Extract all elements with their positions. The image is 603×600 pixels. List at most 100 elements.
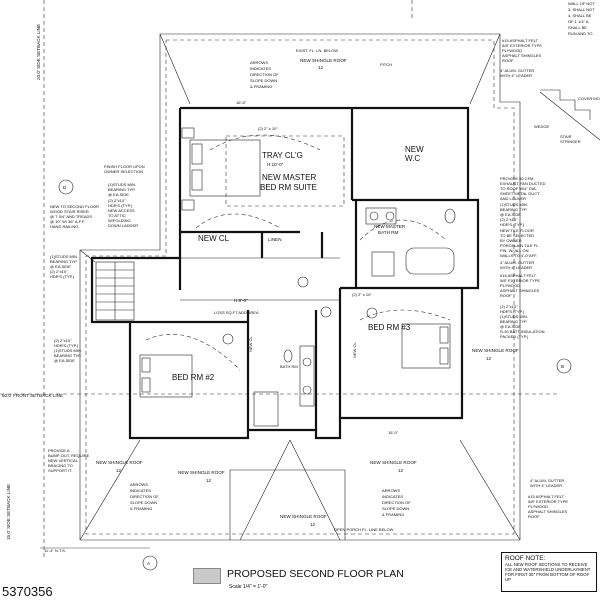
svg-text:BRACING TO: BRACING TO <box>48 463 73 468</box>
tray-ceiling-label: TRAY CL'G <box>262 151 303 160</box>
svg-text:BEARING TYP.: BEARING TYP. <box>50 259 77 264</box>
bed-rm-2-label: BED RM #2 <box>172 373 215 382</box>
svg-text:(1)STUDS MIN.: (1)STUDS MIN. <box>500 202 528 207</box>
svg-text:PLYWOOD: PLYWOOD <box>500 283 520 288</box>
wic-label-2: W.C <box>405 154 420 163</box>
svg-text:DIRECTION OF: DIRECTION OF <box>382 500 411 505</box>
svg-text:INDICATES: INDICATES <box>382 494 403 499</box>
arrows-note-left-top: ARROWS INDICATES DIRECTION OF SLOPE DOWN… <box>250 60 279 89</box>
roof-note-text: ALL NEW ROOF SECTIONS TO RECEIVE ICE AND… <box>505 562 591 582</box>
loss-sqft-label: LOSS SQ.FT ADD AREA <box>214 310 259 315</box>
arrows-note-right-bottom: ARROWS INDICATES DIRECTION OF SLOPE DOWN… <box>382 488 411 517</box>
svg-text:ROOF: ROOF <box>502 58 514 63</box>
dim-1: 16'-5" <box>236 100 247 105</box>
svg-text:BUMP-OUT, REQUIRE: BUMP-OUT, REQUIRE <box>48 453 90 458</box>
svg-text:AND LOUVER: AND LOUVER <box>500 196 526 201</box>
master-bath-label-2: BATH RM <box>378 230 399 235</box>
linen-label: LINEN <box>268 237 282 242</box>
marker-a: A <box>147 561 151 566</box>
svg-text:HDR'S.(TYP.): HDR'S.(TYP.) <box>500 309 525 314</box>
svg-text:PACKED (TYP.): PACKED (TYP.) <box>500 334 529 339</box>
front-setback-label: 50.0' FRONT SETBACK LINE <box>2 393 63 398</box>
roof-pitch-top: 12 <box>318 65 324 70</box>
svg-text:WITH 4" LEADER: WITH 4" LEADER <box>500 265 532 270</box>
svg-text:HDR'S.(TYP.): HDR'S.(TYP.) <box>500 222 525 227</box>
stair-detail <box>539 89 601 141</box>
svg-text:PROVIDE 50 CFM: PROVIDE 50 CFM <box>500 176 533 181</box>
svg-text:@ EA.SIDE: @ EA.SIDE <box>500 324 521 329</box>
svg-text:WITH 4" LEADER: WITH 4" LEADER <box>500 73 532 78</box>
svg-text:3. SHALL NOT: 3. SHALL NOT <box>568 7 595 12</box>
svg-text:@ 7 3/4" AND TREADS: @ 7 3/4" AND TREADS <box>50 214 92 219</box>
dim-2: (2) 2" x 10" <box>258 126 278 131</box>
side-setback-top-label: 20.0' SIDE SETBACK LINE <box>36 24 41 80</box>
svg-text:FINISH FLOOR UPON: FINISH FLOOR UPON <box>104 164 145 169</box>
roof-label-bottom-mid: NEW SHINGLE ROOF <box>178 470 225 475</box>
new-cl-3-label: NEW CL <box>352 342 357 358</box>
svg-text:#15 ASPHALT FELT: #15 ASPHALT FELT <box>500 273 537 278</box>
svg-text:TO ATTIC: TO ATTIC <box>108 213 126 218</box>
svg-text:#15 ASPHALT FELT: #15 ASPHALT FELT <box>528 494 565 499</box>
svg-text:4" ALUM. GUTTER: 4" ALUM. GUTTER <box>500 68 534 73</box>
svg-text:(2) 2"x10": (2) 2"x10" <box>500 304 518 309</box>
dim-top-width: EXIST. FL. LN. BELOW <box>296 48 338 53</box>
svg-text:@ EA.SIDE: @ EA.SIDE <box>50 264 71 269</box>
bed-2 <box>139 354 193 398</box>
roof-pitch-bottom-right: 12 <box>398 468 404 473</box>
svg-text:STAIR: STAIR <box>560 134 572 139</box>
svg-text:PLYWOOD: PLYWOOD <box>528 504 548 509</box>
right-notes: #15 ASPHALT FELT 5/8" EXTERIOR TYPE PLYW… <box>500 1 600 519</box>
svg-text:BEARING TYP.: BEARING TYP. <box>54 353 81 358</box>
wic-label-1: NEW <box>405 145 424 154</box>
dim-6: OPEN PORCH FL. LINE BELOW <box>334 527 394 532</box>
svg-text:RUN AND TO: RUN AND TO <box>568 31 593 36</box>
svg-text:FIN. W/ ALL ON: FIN. W/ ALL ON <box>500 248 529 253</box>
svg-text:4" ALUM. GUTTER: 4" ALUM. GUTTER <box>500 260 534 265</box>
svg-text:PROVIDE A: PROVIDE A <box>48 448 70 453</box>
dim-4: 15'-0" <box>388 430 399 435</box>
svg-text:5/8" EXTERIOR TYPE: 5/8" EXTERIOR TYPE <box>528 499 568 504</box>
svg-text:BEARING TYP.: BEARING TYP. <box>108 187 135 192</box>
roof-pitch-bottom-center: 12 <box>310 522 316 527</box>
svg-text:ROOF: ROOF <box>500 293 512 298</box>
svg-text:ARROWS: ARROWS <box>130 482 148 487</box>
svg-text:WITH 4" LEADER: WITH 4" LEADER <box>530 483 562 488</box>
new-closet-label: NEW CL <box>198 234 230 243</box>
svg-text:ASPHALT SHINGLES: ASPHALT SHINGLES <box>528 509 568 514</box>
svg-text:TO BE SELECTED: TO BE SELECTED <box>500 233 534 238</box>
dim-5: 11'-4" N.T.S. <box>44 548 66 553</box>
svg-text:ROOF: ROOF <box>528 514 540 519</box>
marker-d: D <box>63 185 67 190</box>
master-bedroom-label-2: BED RM SUITE <box>260 183 317 192</box>
svg-text:& FRAMING: & FRAMING <box>130 506 152 511</box>
electrical-wiring <box>145 134 451 371</box>
svg-text:HDR'S.(TYP.): HDR'S.(TYP.) <box>54 343 79 348</box>
svg-text:(1)STUDS MIN.: (1)STUDS MIN. <box>54 348 82 353</box>
svg-text:R-30 BATT INSULATION: R-30 BATT INSULATION <box>500 329 545 334</box>
svg-text:SLOPE DOWN: SLOPE DOWN <box>250 78 277 83</box>
svg-text:ASPHALT SHINGLES: ASPHALT SHINGLES <box>502 53 542 58</box>
master-bedroom-label-1: NEW MASTER <box>262 173 316 182</box>
svg-text:WALL OF NOT: WALL OF NOT <box>568 1 595 6</box>
svg-text:BEARING TYP.: BEARING TYP. <box>500 319 527 324</box>
bath-fixtures <box>253 207 456 427</box>
svg-text:HAND RAILING: HAND RAILING <box>50 224 78 229</box>
title-swatch <box>193 568 221 584</box>
svg-text:BEARING TYP.: BEARING TYP. <box>500 207 527 212</box>
roof-note-title: ROOF NOTE: <box>505 555 546 562</box>
roof-pitch-far-right: 12 <box>486 356 492 361</box>
ceiling-height-label: H:8'-0" <box>234 298 248 303</box>
svg-text:DIRECTION OF: DIRECTION OF <box>130 494 159 499</box>
svg-text:(2) 2"x10": (2) 2"x10" <box>50 269 68 274</box>
arrows-note-left-bottom: ARROWS INDICATES DIRECTION OF SLOPE DOWN… <box>130 482 159 511</box>
svg-text:SLOPE DOWN: SLOPE DOWN <box>130 500 157 505</box>
new-cl-2-label: NEW CL <box>248 336 253 352</box>
svg-text:TO ROOF W/4" DIA.: TO ROOF W/4" DIA. <box>500 186 537 191</box>
svg-text:@ EA.SIDE: @ EA.SIDE <box>500 212 521 217</box>
svg-text:OWNER SELECTION: OWNER SELECTION <box>104 169 143 174</box>
svg-text:W/FOLDING: W/FOLDING <box>108 218 131 223</box>
svg-text:SHEET METAL DUCT: SHEET METAL DUCT <box>500 191 540 196</box>
svg-text:& FRAMING: & FRAMING <box>382 512 404 517</box>
svg-text:PORCELAIN TILE FL.: PORCELAIN TILE FL. <box>500 243 540 248</box>
